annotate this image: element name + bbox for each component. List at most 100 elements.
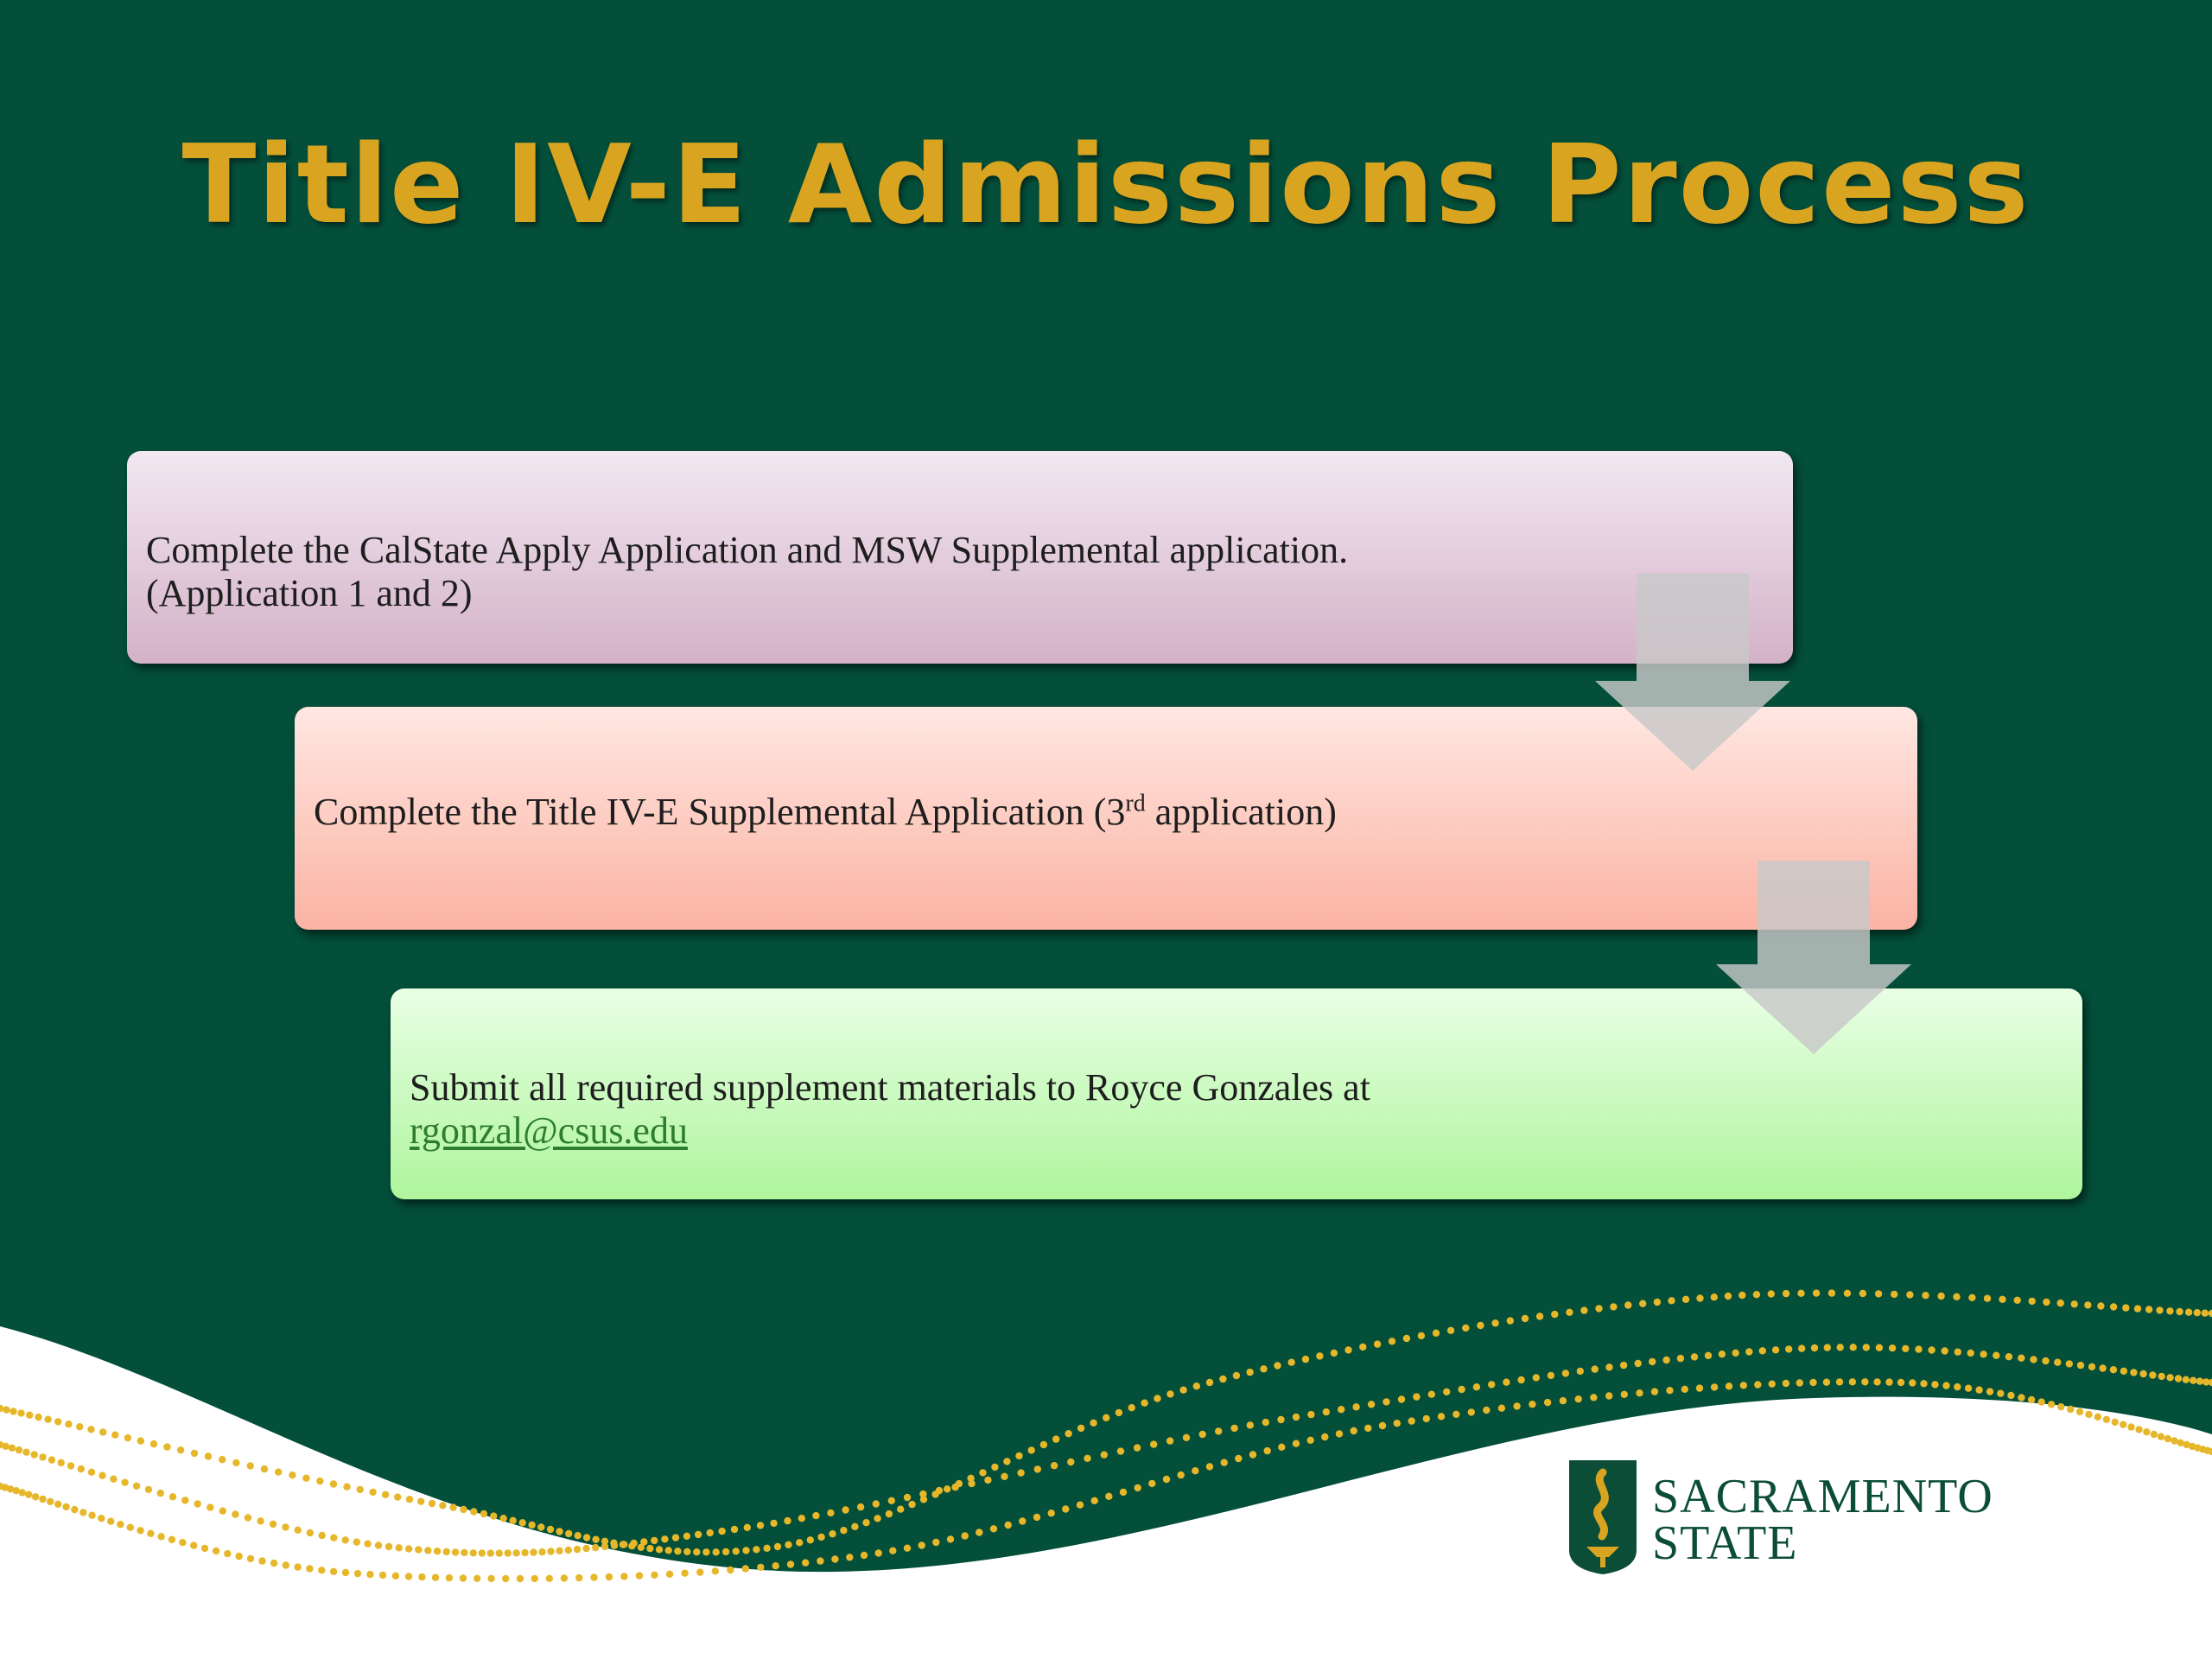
decorative-dot [1861,1378,1869,1386]
decorative-dot [516,1574,524,1583]
decorative-dot [126,1523,134,1531]
decorative-dot [168,1493,177,1501]
decorative-dot [1249,1451,1257,1459]
decorative-dot [10,1408,17,1415]
decorative-dot [460,1505,467,1514]
decorative-dot [156,1489,164,1497]
decorative-dot [1875,1344,1884,1351]
email-link[interactable]: rgonzal@csus.edu [410,1109,688,1152]
decorative-dot [1849,1344,1857,1351]
decorative-dot [111,1431,119,1439]
decorative-dot [664,1547,672,1554]
decorative-dot [1437,1413,1446,1421]
decorative-dot [391,1572,400,1580]
decorative-dot [1754,1381,1762,1389]
decorative-dot [1413,1393,1421,1401]
decorative-dot [1330,1349,1338,1357]
decorative-dot [573,1545,582,1554]
decorative-dot [2037,1398,2045,1406]
down-arrow-icon [1716,861,1911,1054]
decorative-dot [1105,1492,1113,1501]
decorative-dot [2164,1434,2171,1443]
decorative-dot [1033,1465,1042,1473]
decorative-dot [374,1541,383,1549]
decorative-dot [1232,1371,1241,1380]
decorative-dot [582,1544,590,1553]
decorative-dot [1620,1390,1629,1399]
decorative-dot [1931,1381,1939,1389]
decorative-dot [1141,1399,1148,1407]
decorative-dot [1397,1395,1406,1403]
decorative-dot [590,1573,598,1581]
decorative-dot [405,1496,414,1503]
decorative-dot [1090,1497,1098,1505]
decorative-dot [757,1563,765,1572]
decorative-dot [1999,1295,2006,1304]
decorative-dot [1809,1378,1817,1387]
decorative-dot [935,1486,944,1495]
decorative-dot [1393,1420,1402,1427]
decorative-dot [640,1538,648,1546]
decorative-dot [2088,1363,2096,1371]
decorative-dot [442,1548,450,1556]
decorative-dot [574,1532,582,1540]
decorative-dot [176,1446,185,1454]
decorative-dot [385,1542,393,1551]
decorative-dot [480,1510,488,1518]
decorative-dot [181,1497,189,1504]
decorative-dot [32,1493,40,1501]
decorative-dot [110,1475,118,1483]
decorative-dot [860,1551,868,1560]
decorative-dot [487,1574,495,1583]
decorative-dot [2028,1297,2036,1306]
decorative-dot [1964,1384,1973,1392]
decorative-dot [25,1491,33,1498]
decorative-dot [1732,1349,1739,1357]
decorative-dot [18,1489,26,1497]
decorative-dot [651,1536,658,1545]
decorative-dot [2166,1374,2174,1382]
decorative-dot [2193,1309,2201,1317]
decorative-dot [2130,1369,2138,1376]
decorative-dot [1417,1332,1426,1340]
decorative-dot [1116,1447,1125,1455]
decorative-dot [2156,1306,2164,1314]
decorative-dot [1768,1380,1776,1388]
decorative-dot [1696,1294,1704,1302]
decorative-dot [2166,1307,2174,1315]
decorative-dot [1220,1459,1228,1466]
decorative-dot [1003,1458,1011,1465]
decorative-dot [157,1533,165,1541]
decorative-dot [1513,1402,1521,1410]
decorative-dot [329,1567,338,1576]
decorative-dot [1491,1319,1499,1327]
decorative-dot [545,1574,553,1583]
step-2-superscript: rd [1125,790,1146,817]
decorative-dot [817,1533,825,1541]
decorative-dot [903,1493,912,1502]
decorative-dot [1771,1346,1780,1354]
step-1-text: Complete the CalState Apply Application … [146,529,1349,614]
decorative-dot [2122,1304,2130,1312]
decorative-dot [30,1451,38,1459]
decorative-dot [1980,1351,1987,1358]
decorative-dot [1580,1306,1588,1314]
decorative-dot [121,1478,129,1486]
decorative-dot [979,1469,987,1477]
decorative-dot [605,1573,613,1581]
decorative-dot [1668,1297,1675,1305]
decorative-dot [48,1456,56,1464]
decorative-dot [1782,1379,1790,1388]
decorative-dot [721,1548,730,1556]
torch-logo-icon [1569,1460,1637,1574]
decorative-dot [984,1476,992,1484]
decorative-dot [1246,1368,1254,1376]
decorative-dot [518,1519,526,1527]
decorative-dot [1067,1458,1075,1466]
decorative-dot [2190,1376,2197,1384]
decorative-dot [8,1444,16,1452]
decorative-dot [1822,1378,1831,1386]
decorative-dot [1364,1424,1372,1433]
decorative-dot [2120,1421,2127,1428]
decorative-dot [1019,1517,1027,1525]
